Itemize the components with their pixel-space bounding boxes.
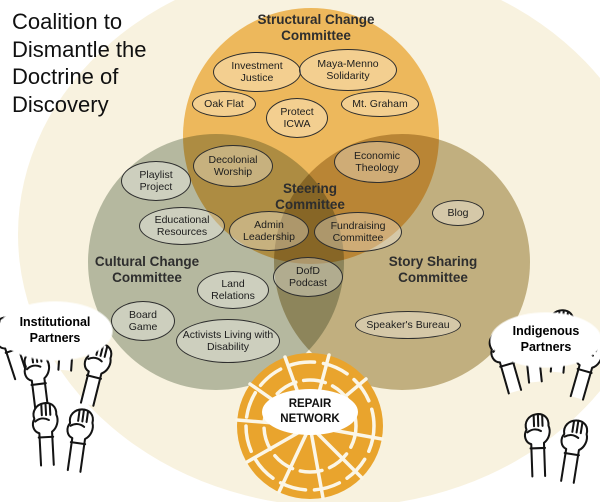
structural-change-committee-label: Structural Change Committee: [257, 12, 375, 44]
node-board-game: Board Game: [111, 301, 175, 341]
node-activists-living-with-disability: Activists Living with Disability: [176, 319, 280, 363]
node-educational-resources: Educational Resources: [139, 207, 225, 245]
node-oak-flat: Oak Flat: [192, 91, 256, 117]
node-decolonial-worship: Decolonial Worship: [193, 145, 273, 187]
node-land-relations: Land Relations: [197, 271, 269, 309]
node-blog: Blog: [432, 200, 484, 226]
story-sharing-committee-label: Story Sharing Committee: [388, 254, 478, 286]
node-mt-graham: Mt. Graham: [341, 91, 419, 117]
node-admin-leadership: Admin Leadership: [229, 211, 309, 251]
node-protect-icwa: Protect ICWA: [266, 98, 328, 138]
node-fundraising-committee: Fundraising Committee: [314, 212, 402, 252]
node-dofd-podcast: DofD Podcast: [273, 257, 343, 297]
steering-committee-label: Steering Committee: [275, 181, 345, 213]
repair-network-label: REPAIR NETWORK: [262, 389, 358, 435]
node-playlist-project: Playlist Project: [121, 161, 191, 201]
raised-fist-icon: [60, 406, 97, 474]
page-title: Coalition to Dismantle the Doctrine of D…: [12, 9, 147, 117]
node-investment-justice: Investment Justice: [213, 52, 301, 92]
cultural-change-committee-label: Cultural Change Committee: [94, 254, 200, 286]
institutional-partners-label: Institutional Partners: [0, 302, 112, 360]
raised-fist-icon: [523, 412, 553, 478]
node-maya-menno-solidarity: Maya-Menno Solidarity: [299, 49, 397, 91]
indigenous-partners-label: Indigenous Partners: [491, 313, 600, 367]
node-economic-theology: Economic Theology: [334, 141, 420, 183]
node-speakers-bureau: Speaker's Bureau: [355, 311, 461, 339]
